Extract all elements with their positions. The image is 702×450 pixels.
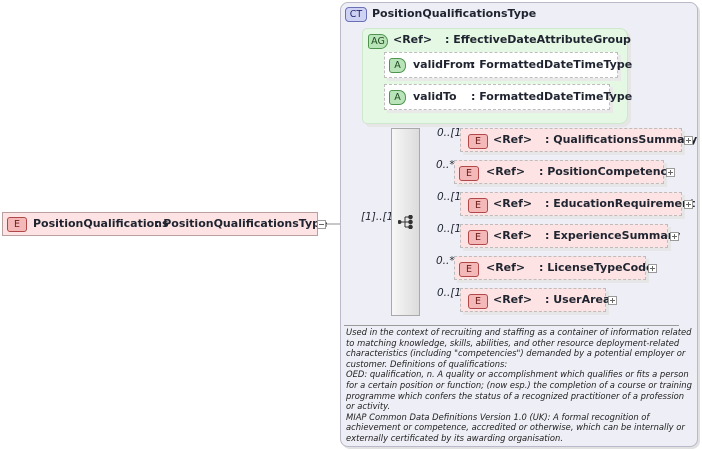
attribute-valid-from[interactable]: A validFrom : FormattedDateTimeType [384, 52, 632, 78]
child-ref: <Ref> [493, 293, 533, 306]
attribute-group-ref: <Ref> [393, 33, 433, 46]
expand-icon[interactable] [608, 296, 617, 305]
child-element-position-competency[interactable]: E <Ref> : PositionCompetency [454, 160, 674, 184]
child-cardinality: 0..[1] [437, 191, 466, 203]
attribute-group-badge: AG [368, 34, 388, 49]
child-type: : ExperienceSummary [545, 229, 681, 242]
doc-line: externally certificated by its awarding … [346, 433, 563, 443]
doc-line: OED: qualification, n. A quality or acco… [346, 369, 689, 380]
element-badge: E [7, 217, 27, 232]
child-type: : UserArea [545, 293, 611, 306]
child-cardinality: 0..[1] [437, 127, 466, 139]
attribute-valid-to[interactable]: A validTo : FormattedDateTimeType [384, 84, 632, 110]
child-element-user-area[interactable]: E <Ref> : UserArea [460, 288, 610, 312]
child-type: : QualificationsSummary [545, 133, 698, 146]
doc-line: characteristics (including "competencies… [346, 348, 686, 359]
doc-line: customer. Definitions of qualifications: [346, 358, 508, 369]
child-ref: <Ref> [486, 261, 526, 274]
child-cardinality: 0..* [436, 255, 455, 267]
collapse-toggle-icon[interactable] [317, 220, 326, 229]
attribute-type: : FormattedDateTimeType [471, 90, 633, 103]
root-element-type: : PositionQualificationsType [155, 217, 328, 230]
child-type: : EducationRequirement [545, 197, 696, 210]
child-type: : PositionCompetency [539, 165, 675, 178]
child-element-qualifications-summary[interactable]: E <Ref> : QualificationsSummary [460, 128, 697, 152]
child-element-experience-summary[interactable]: E <Ref> : ExperienceSummary [460, 224, 680, 248]
expand-icon[interactable] [670, 232, 679, 241]
doc-line: MIAP Common Data Definitions Version 1.0… [346, 411, 650, 422]
attribute-name: validFrom [413, 58, 475, 71]
doc-line: or activity. [346, 401, 391, 412]
expand-icon[interactable] [684, 200, 693, 209]
sequence-icon [398, 215, 413, 229]
doc-line: for a certain position or function; (now… [346, 380, 692, 390]
element-badge: E [468, 230, 488, 245]
child-ref: <Ref> [493, 197, 533, 210]
element-badge: E [468, 294, 488, 309]
attribute-group-type: : EffectiveDateAttributeGroup [445, 33, 631, 46]
child-ref: <Ref> [493, 133, 533, 146]
documentation-divider [344, 325, 679, 326]
attribute-badge: A [389, 90, 406, 105]
element-badge: E [468, 134, 488, 149]
element-badge: E [459, 166, 479, 181]
complex-type-badge: CT [345, 7, 367, 22]
doc-line: to matching knowledge, skills, abilities… [346, 337, 680, 348]
sequence-cardinality: [1]..[1] [361, 211, 398, 223]
element-badge: E [459, 262, 479, 277]
doc-line: programme which confers the status of a … [346, 390, 685, 401]
element-badge: E [468, 198, 488, 213]
expand-icon[interactable] [666, 168, 675, 177]
attribute-type: : FormattedDateTimeType [471, 58, 633, 71]
root-element-box[interactable]: E PositionQualifications : PositionQuali… [2, 212, 328, 236]
child-element-license-type-code[interactable]: E <Ref> : LicenseTypeCode [454, 256, 654, 280]
attribute-name: validTo [413, 90, 457, 103]
child-element-education-requirement[interactable]: E <Ref> : EducationRequirement [460, 192, 695, 216]
child-ref: <Ref> [486, 165, 526, 178]
root-element-name: PositionQualifications [33, 217, 169, 230]
child-cardinality: 0..[1] [437, 223, 466, 235]
expand-icon[interactable] [684, 136, 693, 145]
doc-line: Used in the context of recruiting and st… [346, 327, 692, 337]
documentation-text: Used in the context of recruiting and st… [346, 327, 692, 443]
child-cardinality: 0..[1] [437, 287, 466, 299]
attribute-badge: A [389, 58, 406, 73]
doc-line: achievement or competence, accredited or… [346, 422, 685, 433]
expand-icon[interactable] [648, 264, 657, 273]
child-type: : LicenseTypeCode [539, 261, 654, 274]
child-cardinality: 0..* [436, 159, 455, 171]
sequence-compositor[interactable] [391, 128, 420, 316]
child-ref: <Ref> [493, 229, 533, 242]
complex-type-name: PositionQualificationsType [372, 7, 537, 20]
